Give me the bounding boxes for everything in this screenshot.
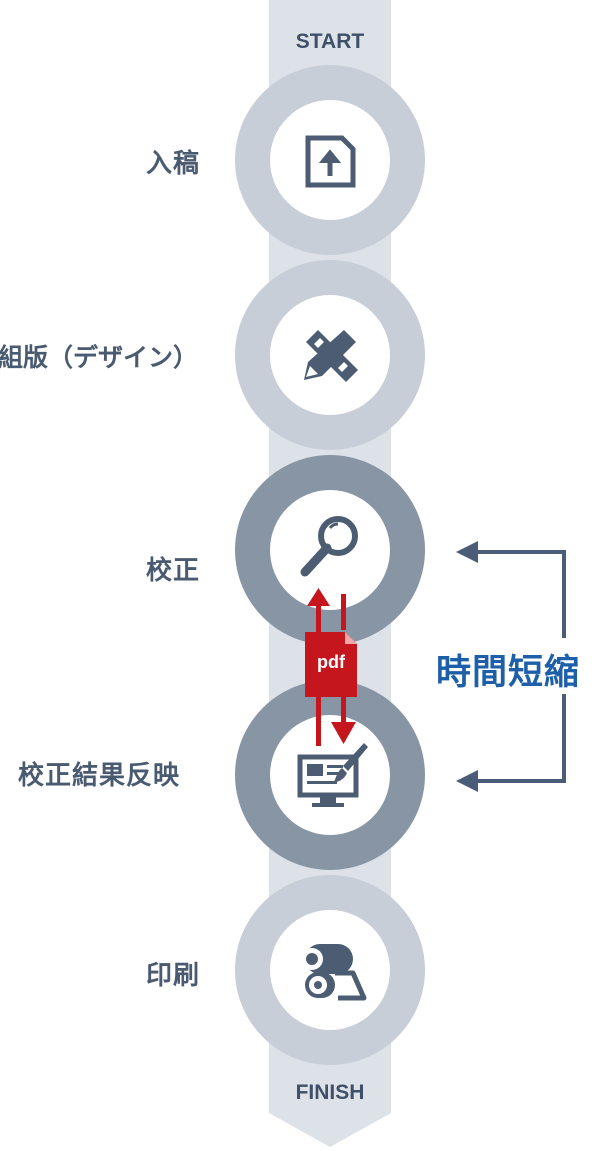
printer-roller-icon <box>301 944 367 1001</box>
monitor-brush-icon <box>297 743 368 807</box>
step-label-5: 印刷 <box>146 961 201 991</box>
time-shortening-label: 時間短縮 <box>436 653 581 693</box>
magnifier-icon <box>300 516 358 577</box>
finish-label: FINISH <box>295 1081 365 1104</box>
start-label: START <box>295 30 365 53</box>
pdf-badge-label: pdf <box>317 652 345 672</box>
bracket-arrow-down <box>456 770 478 792</box>
file-upload-icon <box>305 135 356 188</box>
pdf-file-icon <box>305 632 357 697</box>
step-label-2: 組版（デザイン） <box>0 343 199 372</box>
pencil-ruler-icon <box>304 330 358 382</box>
pdf-exchange-arrows <box>307 588 356 746</box>
step-label-1: 入稿 <box>146 149 201 179</box>
time-shortening-bracket <box>476 550 566 783</box>
step-label-4: 校正結果反映 <box>18 761 181 791</box>
step-label-3: 校正 <box>146 556 201 586</box>
bracket-arrow-up <box>456 541 478 563</box>
